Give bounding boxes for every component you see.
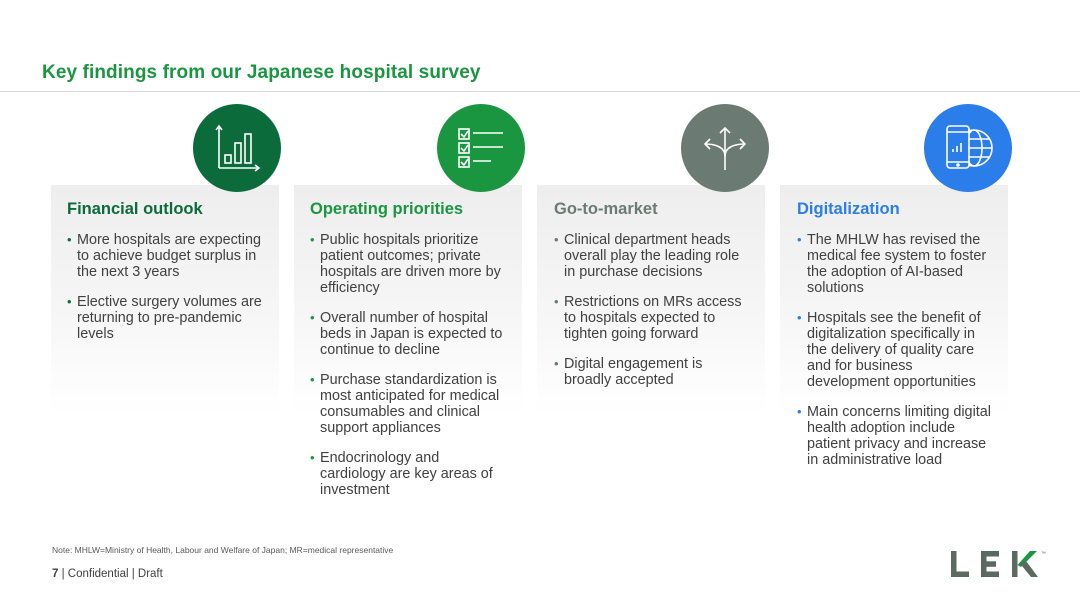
list-item: Endocrinology and cardiology are key are… [310,450,506,498]
footnote: Note: MHLW=Ministry of Health, Labour an… [52,545,394,555]
card-title-operating: Operating priorities [310,200,464,218]
phone-globe-icon [924,104,1012,192]
list-item: More hospitals are expecting to achieve … [67,232,263,280]
card-title-gotomarket: Go-to-market [554,200,658,218]
lek-logo: ™ [951,551,1046,577]
list-item: Clinical department heads overall play t… [554,232,750,280]
confidential-label: | Confidential | Draft [58,568,163,580]
list-item: Overall number of hospital beds in Japan… [310,310,506,358]
bullet-list-operating: Public hospitals prioritize patient outc… [310,232,506,512]
card-title-financial: Financial outlook [67,200,203,218]
list-item: Hospitals see the benefit of digitalizat… [797,310,993,390]
list-item: The MHLW has revised the medical fee sys… [797,232,993,296]
page-number: 7 [52,568,59,580]
title-divider [0,91,1080,92]
checklist-icon [437,104,525,192]
list-item: Public hospitals prioritize patient outc… [310,232,506,296]
page-footer: 7 | Confidential | Draft [52,568,163,580]
list-item: Main concerns limiting digital health ad… [797,404,993,468]
page-title: Key findings from our Japanese hospital … [42,62,481,83]
bullet-list-gotomarket: Clinical department heads overall play t… [554,232,750,402]
list-item: Digital engagement is broadly accepted [554,356,750,388]
bullet-list-financial: More hospitals are expecting to achieve … [67,232,263,356]
list-item: Restrictions on MRs access to hospitals … [554,294,750,342]
bar-chart-icon [193,104,281,192]
list-item: Purchase standardization is most anticip… [310,372,506,436]
card-title-digital: Digitalization [797,200,900,218]
list-item: Elective surgery volumes are returning t… [67,294,263,342]
bullet-list-digital: The MHLW has revised the medical fee sys… [797,232,993,482]
trademark-mark: ™ [1041,551,1046,557]
split-arrows-icon [681,104,769,192]
